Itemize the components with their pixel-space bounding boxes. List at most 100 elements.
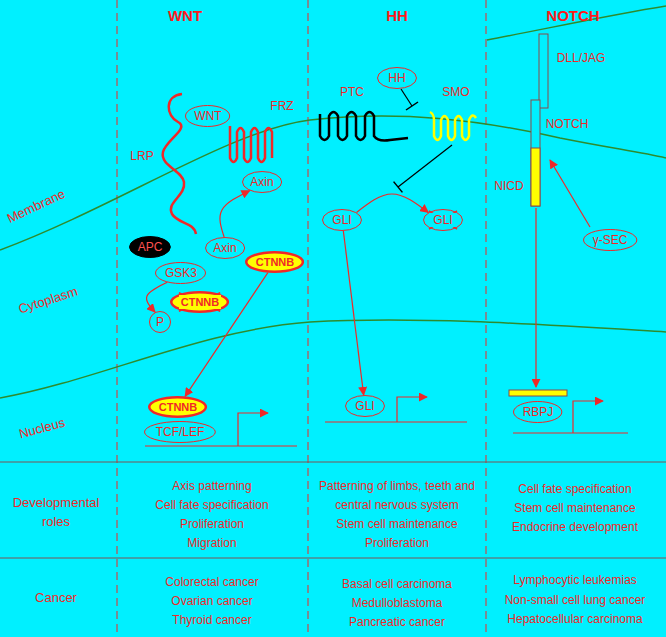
list-item: Endocrine development: [512, 518, 638, 537]
list-item: Cell fate specification: [155, 496, 268, 515]
protein-label: FRZ: [270, 97, 293, 116]
node-label: TCF/LEF: [154, 425, 207, 439]
dna-line: [513, 433, 628, 434]
protein-ellipse: Axin: [242, 171, 282, 193]
inhibition-bar: [394, 182, 403, 193]
protein-label: NICD: [494, 177, 523, 196]
dna-line: [325, 422, 467, 423]
node-label: Axin: [211, 241, 238, 255]
cell-membrane: [0, 116, 666, 250]
node-ellipse: [205, 238, 244, 259]
node-ellipse: [156, 263, 206, 284]
column-divider: [117, 0, 118, 637]
list-item: Hepatocellular carcinoma: [507, 610, 642, 629]
list-item: Non-small cell lung cancer: [505, 591, 646, 610]
list-item: Colorectal cancer: [165, 573, 258, 592]
factor-ellipse: TCF/LEF: [144, 421, 216, 443]
node-label: GLI: [431, 213, 454, 227]
node-ellipse: [247, 252, 304, 272]
inhibition-line: [401, 89, 412, 106]
list-item: Migration: [187, 534, 236, 553]
node-ellipse: [424, 210, 463, 231]
neighbour-membrane: [487, 6, 666, 40]
list-item: Basal cell carcinoma: [342, 575, 452, 594]
node-ellipse: [323, 210, 362, 231]
transcription-arrow: [573, 401, 603, 433]
node-ellipse: [172, 292, 229, 312]
column-header: WNT: [168, 6, 202, 25]
transcription-arrow: [238, 413, 268, 446]
node-label: CTNNB: [179, 295, 222, 309]
node-label: HH: [386, 71, 407, 85]
degraded-protein: GLI: [423, 209, 463, 231]
node-label: GLI: [330, 213, 353, 227]
protein-label: LRP: [130, 147, 153, 166]
list-item: Medulloblastoma: [352, 594, 443, 613]
list-item: Pancreatic cancer: [349, 613, 445, 632]
inhibition-line: [398, 145, 452, 187]
list-item: Cell fate specification: [518, 480, 631, 499]
node-label: γ-SEC: [591, 233, 630, 247]
column-divider: [308, 0, 309, 637]
degradation-cross: [429, 211, 457, 229]
list-item: Stem cell maintenance: [514, 499, 635, 518]
signal-arrow: [220, 191, 250, 237]
list-item: Ovarian cancer: [171, 592, 252, 611]
node-label: CTNNB: [254, 255, 297, 269]
nicd-bound: [509, 390, 567, 396]
node-ellipse: [150, 312, 171, 333]
list-item: Stem cell maintenance: [336, 515, 457, 534]
node-ellipse: [514, 402, 562, 423]
row-header: Cancer: [35, 588, 77, 607]
protein-ellipse: GLI: [322, 209, 362, 231]
transcription-arrow: [397, 397, 427, 422]
row-header: Developmental roles: [6, 493, 106, 531]
signal-arrow: [357, 194, 429, 213]
node-label: RBPJ: [521, 405, 556, 419]
frizzled-receptor: [230, 126, 272, 162]
ligand-ellipse: HH: [377, 67, 417, 89]
lrp-receptor: [163, 94, 196, 234]
row-divider: [0, 558, 666, 559]
cleavage-arrow: [550, 160, 590, 227]
node-ellipse: [150, 397, 207, 417]
factor-ellipse: RBPJ: [513, 401, 562, 423]
signal-arrow: [343, 231, 363, 395]
column-divider: [486, 0, 487, 637]
compartment-label: Membrane: [4, 184, 68, 227]
node-ellipse: [346, 396, 385, 417]
list-item: Thyroid cancer: [172, 611, 251, 630]
nuclear-membrane: [0, 320, 666, 398]
nicd-domain: [531, 148, 540, 206]
row-divider: [0, 462, 666, 463]
list-item: Axis patterning: [172, 477, 251, 496]
smoothened-receptor: [430, 112, 476, 140]
protein-label: SMO: [442, 83, 469, 102]
list-item: Proliferation: [365, 534, 429, 553]
enzyme-ellipse: γ-SEC: [583, 229, 637, 251]
protein-ellipse: Axin: [205, 237, 245, 259]
protein-label: NOTCH: [546, 115, 589, 134]
node-ellipse: [378, 68, 417, 89]
list-item: Patterning of limbs, teeth and central n…: [315, 477, 480, 515]
protein-ellipse: APC: [129, 236, 171, 258]
node-label: P: [154, 315, 166, 329]
list-item: Lymphocytic leukemias: [513, 571, 637, 590]
factor-ellipse: GLI: [345, 395, 385, 417]
dna-line: [145, 446, 297, 447]
node-ellipse: [242, 172, 281, 193]
node-ellipse: [145, 422, 216, 443]
ligand-ellipse: WNT: [185, 105, 230, 127]
patched-receptor: [320, 112, 408, 141]
translocation-arrow: [535, 208, 536, 387]
node-ellipse: [583, 230, 636, 251]
node-label: APC: [136, 240, 165, 254]
signal-arrow: [147, 282, 168, 312]
protein-label: DLL/JAG: [557, 49, 606, 68]
column-header: NOTCH: [546, 6, 599, 25]
node-label: GLI: [353, 399, 376, 413]
protein-ellipse: CTNNB: [148, 396, 207, 418]
